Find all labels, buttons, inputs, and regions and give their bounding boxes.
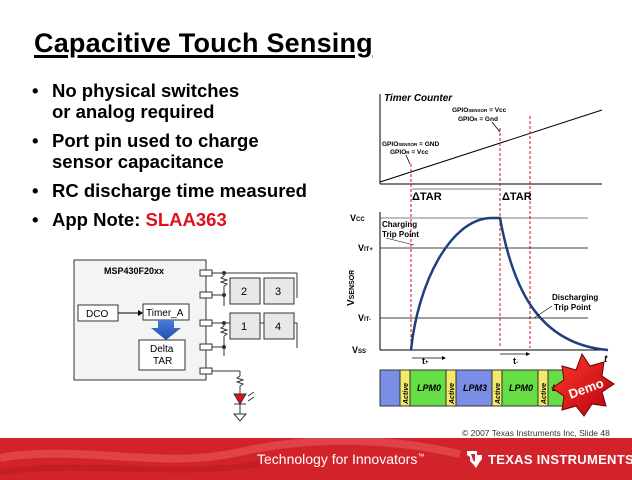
bullet-text: No physical switches xyxy=(52,80,240,101)
delta-tar-block xyxy=(138,339,186,371)
timer-label: Timer_A xyxy=(146,308,184,319)
footer-tagline: Technology for Innovators™ xyxy=(257,451,425,467)
svg-text:t+: t+ xyxy=(422,356,429,366)
mode-label: Active xyxy=(403,383,410,405)
counter-ramp xyxy=(379,109,603,183)
dco-label: DCO xyxy=(86,309,108,320)
svg-text:VCC: VCC xyxy=(350,213,365,223)
key-4 xyxy=(263,312,295,340)
arrowhead-icon xyxy=(138,310,143,316)
svg-text:GPIOR = Gnd: GPIOR = Gnd xyxy=(458,116,498,123)
company-name: TEXAS INSTRUMENTS xyxy=(488,452,632,467)
mode-label: LPM0 xyxy=(417,383,441,393)
time-axis-label: t xyxy=(604,354,608,365)
discharging-label: Trip Point xyxy=(554,303,591,312)
copyright-text: © 2007 Texas Instruments Inc, Slide 48 xyxy=(462,428,610,438)
circuit-diagram: MSP430F20xx DCO Timer_A Delta TAR xyxy=(73,259,298,422)
delta-tar-label-1: ΔTAR xyxy=(412,191,442,203)
delta-label: Delta xyxy=(150,344,174,355)
app-note-link[interactable]: SLAA363 xyxy=(145,209,227,230)
ti-logo-icon xyxy=(467,451,482,468)
sensor-voltage-curve xyxy=(409,216,609,352)
timing-diagram: Timer Counter GPIOSENSOR = Vcc GPIOR = G… xyxy=(346,93,615,417)
mode-label: Active xyxy=(541,383,548,405)
svg-text:GPIOR = Vcc: GPIOR = Vcc xyxy=(390,149,429,156)
bullet-text: or analog required xyxy=(52,101,215,122)
delta-tar-label-2: ΔTAR xyxy=(502,191,532,203)
svg-text:t-: t- xyxy=(513,356,518,366)
chip-label: MSP430F20xx xyxy=(104,266,164,276)
mode-label: LPM0 xyxy=(509,383,533,393)
key-2 xyxy=(229,277,261,305)
key-label: 4 xyxy=(275,321,281,333)
charging-label: Charging xyxy=(382,220,417,229)
tar-label: TAR xyxy=(153,356,172,367)
led-icon xyxy=(233,393,247,405)
key-label: 3 xyxy=(275,286,281,298)
svg-text:GPIOSENSOR = GND: GPIOSENSOR = GND xyxy=(382,141,439,148)
key-label: 1 xyxy=(241,321,247,333)
svg-text:VSS: VSS xyxy=(352,345,366,355)
svg-text:VIT+: VIT+ xyxy=(358,243,373,253)
key-1 xyxy=(229,312,261,340)
key-3 xyxy=(263,277,295,305)
power-mode-bar: Active LPM0 Active LPM3 Active LPM0 Acti… xyxy=(379,369,576,407)
key-label: 2 xyxy=(241,286,247,298)
slide-title: Capacitive Touch Sensing xyxy=(34,28,373,58)
down-arrow-icon xyxy=(151,320,181,340)
bullet-text: Port pin used to charge xyxy=(52,130,259,151)
charging-label: Trip Point xyxy=(382,230,419,239)
bullet-item: • Port pin used to charge sensor capacit… xyxy=(32,130,382,172)
mode-label: LPM3 xyxy=(463,383,487,393)
mode-label: Active xyxy=(495,383,502,405)
svg-text:VIT-: VIT- xyxy=(358,313,371,323)
bullet-text: sensor capacitance xyxy=(52,151,224,172)
footer-bar xyxy=(0,438,632,480)
bullet-item: • App Note: SLAA363 xyxy=(32,209,227,230)
demo-badge[interactable]: Demo xyxy=(551,352,615,417)
app-note-label: App Note: xyxy=(52,209,146,230)
timer-chart-title: Timer Counter xyxy=(384,93,453,104)
bullet-text: RC discharge time measured xyxy=(52,180,307,201)
discharging-label: Discharging xyxy=(552,293,598,302)
svg-text:GPIOSENSOR = Vcc: GPIOSENSOR = Vcc xyxy=(452,107,507,114)
voltage-axis-label: VSENSOR xyxy=(346,270,357,306)
bullet-list: • No physical switches or analog require… xyxy=(32,80,382,238)
keypad: 2 3 1 4 xyxy=(229,277,295,340)
bullet-item: • RC discharge time measured xyxy=(32,180,382,201)
mode-label: Active xyxy=(449,383,456,405)
bullet-item: • No physical switches or analog require… xyxy=(32,80,382,122)
